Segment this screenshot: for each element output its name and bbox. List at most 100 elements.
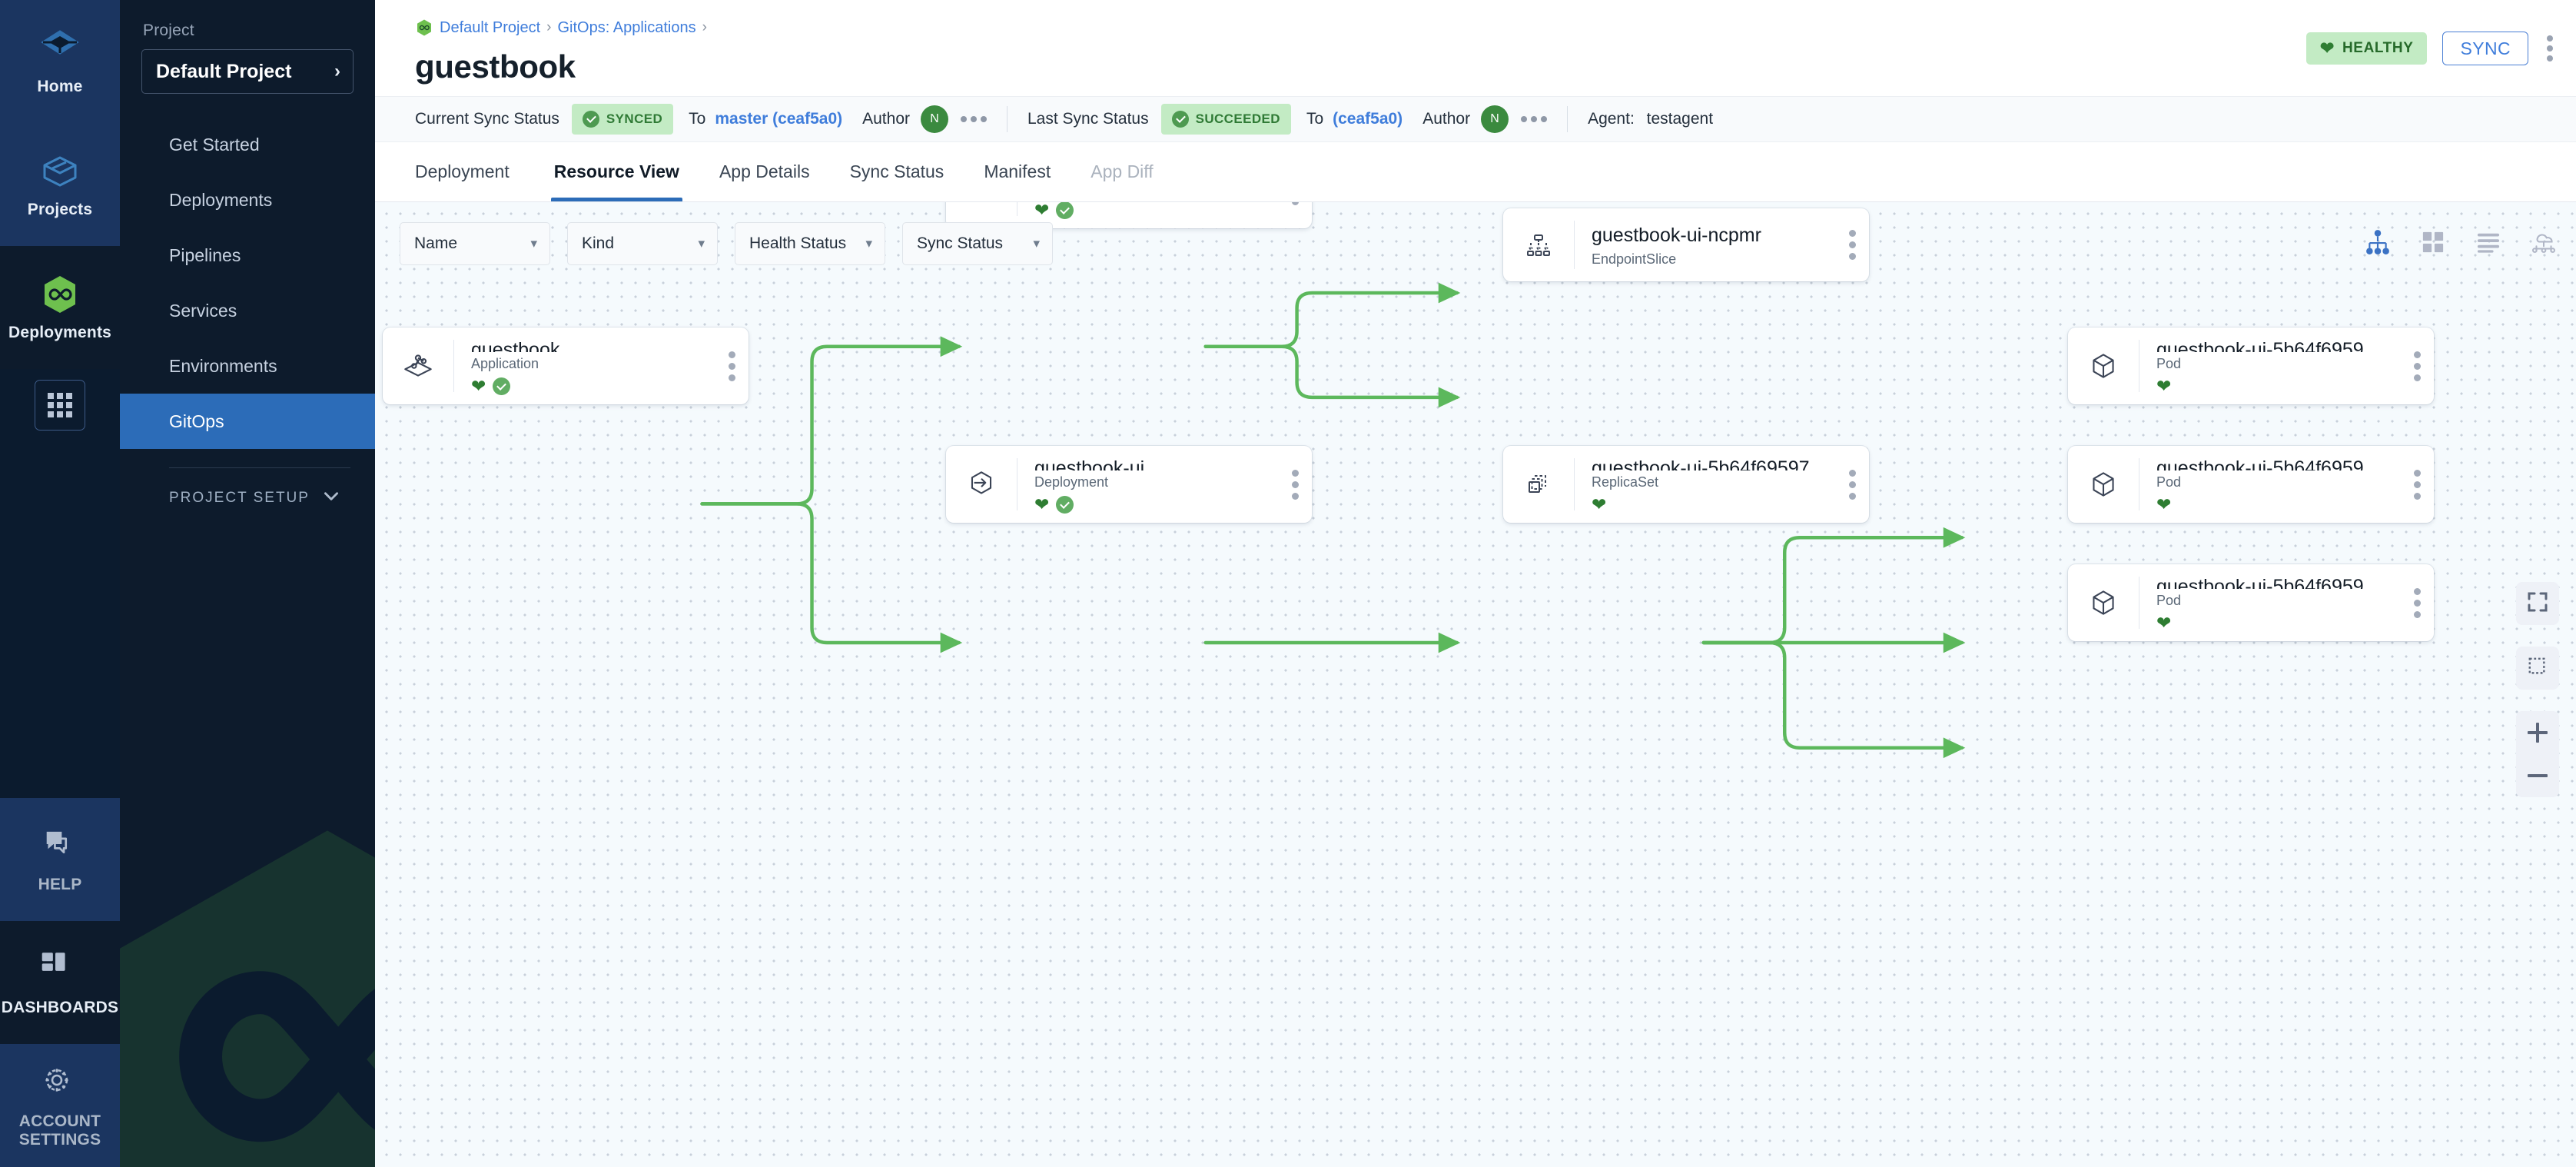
resource-graph-canvas[interactable]: Name ▾ Kind ▾ Health Status ▾ Sync Statu… xyxy=(375,202,2576,1167)
sidebar-item-label: Environments xyxy=(169,355,277,376)
breadcrumb-separator: › xyxy=(702,19,707,35)
filter-sync-status[interactable]: Sync Status ▾ xyxy=(902,222,1053,265)
heart-icon: ❤ xyxy=(1034,494,1050,514)
current-sync-more-icon[interactable] xyxy=(961,116,987,122)
svg-text:?: ? xyxy=(51,833,58,845)
list-view-icon[interactable] xyxy=(2471,227,2505,258)
graph-node-application[interactable]: guestbook Application ❤ xyxy=(383,327,749,404)
agent-info: Agent: testagent xyxy=(1588,110,1713,128)
tab-resource-view[interactable]: Resource View xyxy=(534,142,699,201)
heart-icon: ❤ xyxy=(2156,613,2172,633)
status-divider xyxy=(1567,106,1569,132)
node-more-menu-icon[interactable] xyxy=(1835,446,1869,523)
tab-manifest[interactable]: Manifest xyxy=(964,142,1071,201)
tree-view-icon[interactable] xyxy=(2361,227,2395,258)
rail-item-help[interactable]: ? HELP xyxy=(0,798,120,921)
chevron-right-icon: › xyxy=(334,61,340,81)
fullscreen-button[interactable] xyxy=(2516,582,2559,625)
pod-icon xyxy=(2068,327,2139,404)
tab-app-details[interactable]: App Details xyxy=(699,142,830,201)
tab-bar: Deployment Resource View App Details Syn… xyxy=(375,142,2576,202)
tab-deployment[interactable]: Deployment xyxy=(415,142,534,201)
deployment-icon xyxy=(946,446,1017,523)
node-status: ❤ xyxy=(2156,496,2400,514)
sidebar-inner: Project Default Project › Get Started De… xyxy=(120,0,375,528)
check-circle-icon xyxy=(582,111,599,128)
graph-node-deployment[interactable]: guestbook-ui Deployment ❤ xyxy=(946,446,1312,523)
sidebar-item-get-started[interactable]: Get Started xyxy=(120,117,375,172)
avatar: N xyxy=(921,105,948,133)
last-sync-more-icon[interactable] xyxy=(1521,116,1548,122)
graph-node-pod[interactable]: guestbook-ui-5b64f6959… Pod ❤ xyxy=(2068,446,2434,523)
tab-app-diff: App Diff xyxy=(1071,142,1173,201)
graph-node-service[interactable]: guestbook-ui Service ❤ xyxy=(946,202,1312,228)
sidebar-item-deployments[interactable]: Deployments xyxy=(120,172,375,228)
breadcrumb-item-gitops-applications[interactable]: GitOps: Applications xyxy=(557,18,696,36)
zoom-in-button[interactable] xyxy=(2516,711,2559,754)
pod-icon xyxy=(2068,446,2139,523)
sidebar-item-label: GitOps xyxy=(169,411,224,431)
filter-label: Kind xyxy=(582,234,615,252)
sidebar-item-pipelines[interactable]: Pipelines xyxy=(120,228,375,283)
view-mode-switcher xyxy=(2361,227,2561,258)
tab-label: Resource View xyxy=(553,161,679,181)
rail-item-projects[interactable]: Projects xyxy=(0,123,120,246)
rail-item-home[interactable]: Home xyxy=(0,0,120,123)
deployments-infinity-icon xyxy=(38,273,81,316)
sidebar-item-gitops[interactable]: GitOps xyxy=(120,394,375,449)
graph-node-pod[interactable]: guestbook-ui-5b64f6959… Pod ❤ xyxy=(2068,327,2434,404)
node-more-menu-icon[interactable] xyxy=(1835,208,1869,281)
sync-button[interactable]: SYNC xyxy=(2442,32,2528,65)
project-selector[interactable]: Default Project › xyxy=(141,49,354,94)
node-more-menu-icon[interactable] xyxy=(1278,446,1312,523)
node-kind: Application xyxy=(471,356,539,371)
node-more-menu-icon[interactable] xyxy=(2400,564,2434,641)
grid-view-icon[interactable] xyxy=(2416,227,2450,258)
node-body: guestbook-ui Service ❤ xyxy=(1017,202,1278,228)
tab-label: Manifest xyxy=(984,161,1051,181)
filter-kind[interactable]: Kind ▾ xyxy=(567,222,718,265)
sidebar-item-services[interactable]: Services xyxy=(120,283,375,338)
filter-name[interactable]: Name ▾ xyxy=(400,222,550,265)
node-more-menu-icon[interactable] xyxy=(1278,202,1312,228)
node-body: guestbook-ui-5b64f6959… Pod ❤ xyxy=(2139,564,2400,641)
sidebar-section-project-setup[interactable]: PROJECT SETUP xyxy=(120,468,375,528)
app-grid-button[interactable] xyxy=(35,380,85,431)
current-sync-revision-link[interactable]: master (ceaf5a0) xyxy=(715,110,843,128)
rail-item-dashboards-label: DASHBOARDS xyxy=(1,998,119,1016)
rail-item-dashboards[interactable]: DASHBOARDS xyxy=(0,921,120,1044)
tab-sync-status[interactable]: Sync Status xyxy=(830,142,964,201)
node-name: guestbook-ui xyxy=(1034,457,1145,470)
sidebar-item-environments[interactable]: Environments xyxy=(120,338,375,394)
agent-label: Agent: xyxy=(1588,110,1635,128)
graph-node-pod[interactable]: guestbook-ui-5b64f6959… Pod ❤ xyxy=(2068,564,2434,641)
filter-bar: Name ▾ Kind ▾ Health Status ▾ Sync Statu… xyxy=(400,222,1053,265)
network-topology-icon[interactable] xyxy=(2527,227,2561,258)
header-more-menu-icon[interactable] xyxy=(2544,31,2556,66)
projects-box-icon xyxy=(38,150,81,193)
rail-item-account-settings[interactable]: ACCOUNT SETTINGS xyxy=(0,1044,120,1167)
graph-node-endpointslice[interactable]: guestbook-ui-ncpmr EndpointSlice xyxy=(1503,208,1869,281)
zoom-out-button[interactable] xyxy=(2516,754,2559,797)
breadcrumb-item-default-project[interactable]: Default Project xyxy=(440,18,541,36)
select-region-button[interactable] xyxy=(2516,647,2559,690)
node-body: guestbook Application ❤ xyxy=(454,327,715,404)
rail-item-projects-label: Projects xyxy=(27,200,93,218)
node-more-menu-icon[interactable] xyxy=(715,327,749,404)
sidebar-item-label: Pipelines xyxy=(169,244,241,265)
graph-node-replicaset[interactable]: guestbook-ui-5b64f69597 ReplicaSet ❤ xyxy=(1503,446,1869,523)
rail-item-deployments[interactable]: Deployments xyxy=(0,246,120,369)
current-sync-status-value: SYNCED xyxy=(606,111,663,126)
filter-health-status[interactable]: Health Status ▾ xyxy=(735,222,885,265)
heart-icon: ❤ xyxy=(2156,376,2172,396)
node-kind: Pod xyxy=(2156,356,2182,371)
breadcrumb: Default Project › GitOps: Applications › xyxy=(415,14,2553,42)
node-body: guestbook-ui-5b64f6959… Pod ❤ xyxy=(2139,327,2400,404)
node-more-menu-icon[interactable] xyxy=(2400,327,2434,404)
last-sync-revision-link[interactable]: (ceaf5a0) xyxy=(1333,110,1403,128)
current-sync-status-chip: SYNCED xyxy=(571,104,674,135)
node-more-menu-icon[interactable] xyxy=(2400,446,2434,523)
filter-label: Health Status xyxy=(749,234,847,252)
node-divider xyxy=(453,340,454,392)
